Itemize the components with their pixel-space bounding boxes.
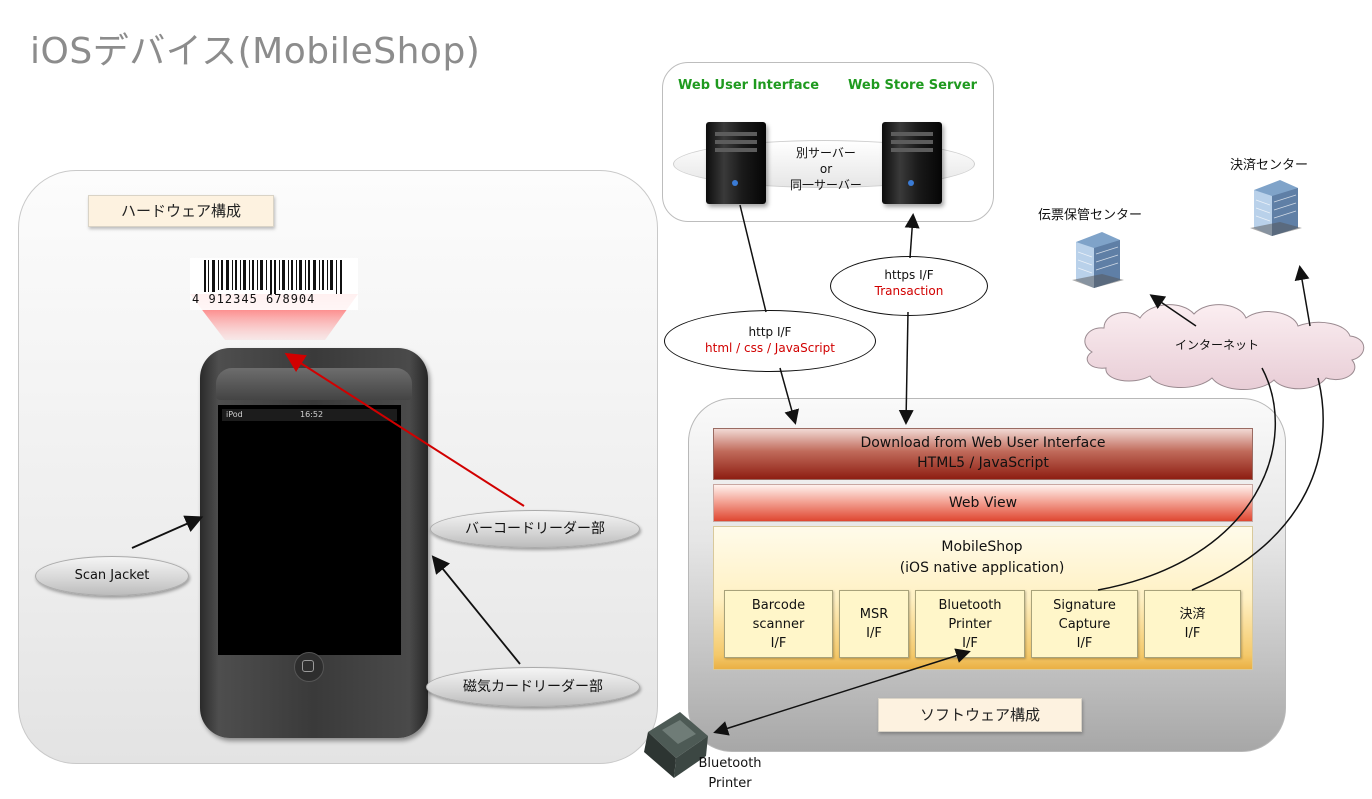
web-store-server-label: Web Store Server [848, 78, 978, 93]
cloud-to-payment-center-arrow [1294, 265, 1311, 327]
module-line: MSR [859, 607, 889, 622]
web-ui-server-icon [706, 122, 766, 204]
printer-label-line: Bluetooth [698, 756, 762, 771]
printer-label-line: Printer [708, 776, 752, 791]
bluetooth-printer-icon [644, 712, 708, 778]
module-bluetooth-printer: Bluetooth Printer I/F [915, 590, 1025, 658]
barcode-digits: 4 912345 678904 [192, 292, 316, 306]
barcode-reader-head [216, 368, 412, 400]
http-proto-label: http I/F [748, 325, 792, 339]
page-title: iOSデバイス(MobileShop) [30, 31, 481, 72]
module-barcode-scanner: Barcode scanner I/F [724, 590, 833, 658]
module-line: Printer [948, 616, 992, 632]
download-line2: HTML5 / JavaScript [917, 455, 1049, 471]
home-button-icon [294, 652, 324, 682]
server-note: 別サーバー or 同一サーバー [776, 145, 876, 193]
module-msr: MSR I/F [839, 590, 909, 658]
webview-layer: Web View [713, 484, 1253, 522]
download-line1: Download from Web User Interface [860, 435, 1106, 451]
cloud-to-slip-center-arrow [1149, 294, 1197, 327]
barcode-icon [190, 258, 358, 340]
module-line: I/F [770, 635, 787, 651]
internet-cloud-label: インターネット [1175, 338, 1260, 352]
server-note-line: 別サーバー [796, 146, 856, 160]
module-line: Barcode [751, 597, 806, 613]
download-layer: Download from Web User Interface HTML5 /… [713, 428, 1253, 480]
https-connector-arrow-up [904, 213, 920, 259]
http-interface-bubble: http I/F html / css / JavaScript [664, 310, 876, 372]
https-interface-bubble: https I/F Transaction [830, 256, 988, 316]
module-line: I/F [962, 635, 978, 651]
web-store-server-icon [882, 122, 942, 204]
module-payment: 決済 I/F [1144, 590, 1241, 658]
http-detail-label: html / css / JavaScript [705, 341, 835, 355]
payment-center-label: 決済センター [1230, 158, 1309, 173]
status-carrier: iPod [226, 410, 243, 419]
module-signature-capture: Signature Capture I/F [1031, 590, 1138, 658]
module-line: I/F [866, 626, 882, 641]
slip-center-building-icon [1072, 232, 1124, 288]
module-line: Bluetooth [938, 597, 1002, 613]
https-proto-label: https I/F [884, 268, 934, 282]
card-reader-callout: 磁気カードリーダー部 [426, 667, 640, 707]
module-line: I/F [1076, 635, 1093, 651]
home-square-icon [302, 660, 314, 672]
payment-center-building-icon [1250, 180, 1302, 236]
barcode-reader-callout: バーコードリーダー部 [430, 510, 640, 548]
mobileshop-line2: (iOS native application) [899, 560, 1065, 576]
module-line: scanner [752, 616, 805, 632]
server-note-line: or [819, 162, 833, 176]
module-line: 決済 [1179, 607, 1206, 622]
mobileshop-title: MobileShop (iOS native application) [713, 537, 1251, 579]
status-time: 16:52 [300, 410, 324, 419]
mobileshop-line1: MobileShop [941, 539, 1023, 555]
module-line: I/F [1184, 626, 1201, 641]
scan-jacket-callout: Scan Jacket [35, 556, 189, 596]
ipod-screen [222, 422, 397, 650]
software-badge: ソフトウェア構成 [878, 698, 1082, 732]
printer-label: Bluetooth Printer [690, 754, 770, 794]
module-line: Signature [1053, 597, 1116, 613]
server-note-line: 同一サーバー [790, 178, 862, 192]
web-user-interface-label: Web User Interface [678, 78, 820, 93]
module-line: Capture [1058, 616, 1111, 632]
hardware-badge: ハードウェア構成 [88, 195, 274, 227]
slip-center-label: 伝票保管センター [1038, 208, 1143, 223]
https-detail-label: Transaction [874, 284, 944, 298]
